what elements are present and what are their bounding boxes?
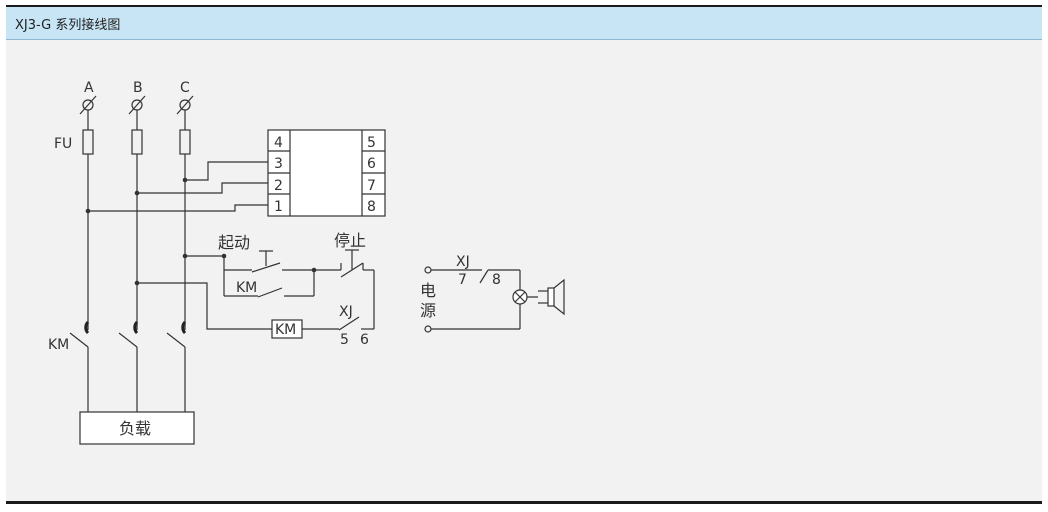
terminal-8: 8 (367, 199, 376, 215)
power-label-1: 电 (420, 281, 436, 300)
phase-a-label: A (84, 80, 94, 96)
power-label-2: 源 (420, 301, 436, 320)
xj-contact-label: XJ (339, 304, 353, 320)
terminal-2: 2 (274, 178, 283, 194)
terminal-5: 5 (367, 135, 376, 151)
alarm-contact-7-label: 7 (458, 272, 467, 288)
contact-5-label: 5 (340, 332, 349, 348)
terminal-7: 7 (367, 178, 376, 194)
km-holding-label: KM (236, 280, 257, 296)
km-coil-label: KM (275, 322, 296, 338)
panel-titlebar: XJ3-G 系列接线图 (6, 7, 1042, 40)
terminal-6: 6 (367, 156, 376, 172)
terminal-4: 4 (274, 135, 283, 151)
fuses (82, 129, 191, 155)
terminal-1: 1 (274, 199, 283, 215)
main-contactor (69, 320, 187, 412)
lamp-icon (512, 289, 528, 305)
alarm-contact-8-label: 8 (492, 272, 501, 288)
start-button-label: 起动 (218, 233, 250, 252)
buzzer-icon (538, 278, 565, 316)
relay-input-wires (85, 161, 268, 214)
control-circuit (134, 249, 375, 339)
relay-block (267, 129, 386, 217)
main-contactor-label: KM (48, 337, 69, 353)
terminal-3: 3 (274, 156, 283, 172)
stop-button-label: 停止 (334, 231, 366, 250)
phase-c-label: C (180, 80, 190, 96)
contact-6-label: 6 (360, 332, 369, 348)
load-label: 负载 (119, 419, 151, 438)
alarm-xj-label: XJ (456, 254, 470, 270)
load-box (79, 411, 195, 445)
fuse-label: FU (54, 136, 72, 152)
phase-b-label: B (133, 80, 143, 96)
panel-title: XJ3-G 系列接线图 (15, 18, 121, 33)
